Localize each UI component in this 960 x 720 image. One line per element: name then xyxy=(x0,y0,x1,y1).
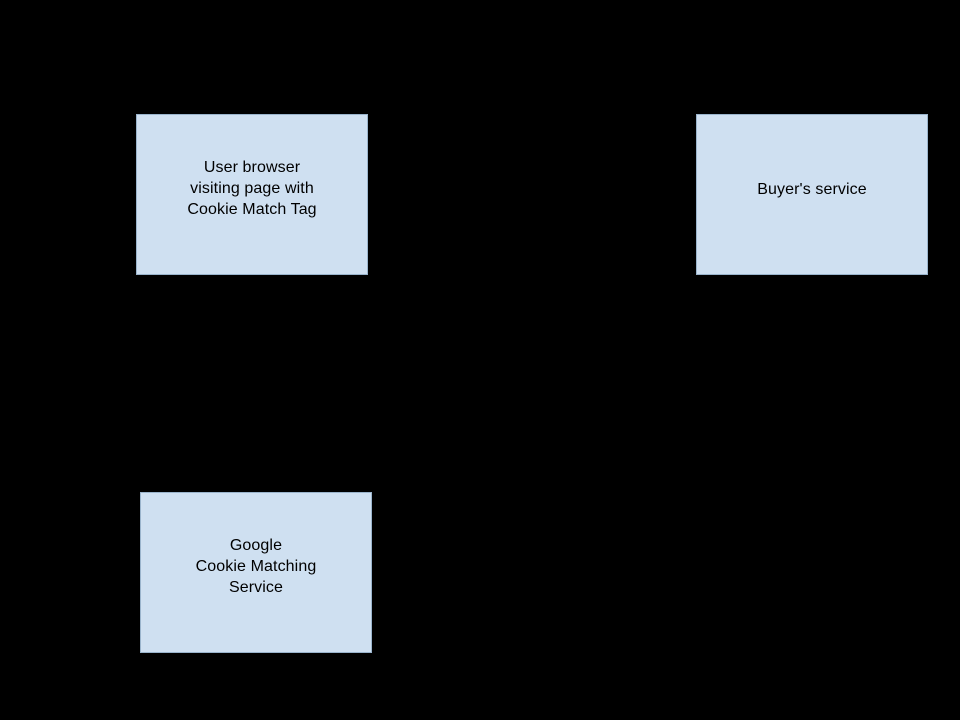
node-buyers-service-label: Buyer's service xyxy=(757,181,867,198)
node-user-browser[interactable]: User browser visiting page with Cookie M… xyxy=(136,114,368,275)
node-google-cookie-matching-service-label: Google Cookie Matching Service xyxy=(195,537,317,596)
node-buyers-service[interactable]: Buyer's service xyxy=(696,114,928,275)
node-google-cookie-matching-service[interactable]: Google Cookie Matching Service xyxy=(140,492,372,653)
node-user-browser-label: User browser visiting page with Cookie M… xyxy=(187,159,317,218)
